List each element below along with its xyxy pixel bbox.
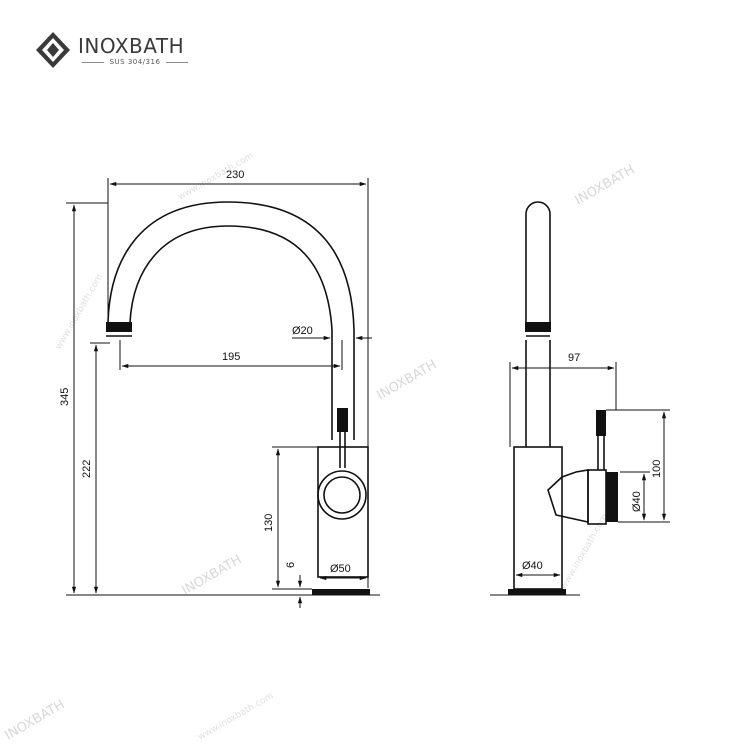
watermark-url: www.inoxbath.com bbox=[54, 273, 105, 352]
label-handle-diameter: Ø40 bbox=[631, 491, 643, 512]
label-side-base-diameter: Ø40 bbox=[522, 560, 543, 572]
side-cartridge-band bbox=[606, 472, 618, 522]
watermark-brand: INOXBATH bbox=[180, 552, 245, 598]
cartridge-knob-inner bbox=[323, 476, 361, 514]
label-body-height: 130 bbox=[263, 514, 275, 532]
watermark-brand: INOXBATH bbox=[375, 357, 440, 403]
label-base-thickness: 6 bbox=[285, 562, 297, 568]
side-spout-tube bbox=[525, 201, 551, 322]
label-side-depth: 97 bbox=[568, 352, 580, 364]
aerator bbox=[106, 322, 132, 332]
watermark-url: www.inoxbath.com bbox=[197, 691, 276, 742]
side-aerator bbox=[525, 322, 551, 332]
diamond-logo-icon bbox=[36, 32, 70, 68]
spout-inner-edge bbox=[129, 225, 333, 440]
faucet-base bbox=[312, 589, 370, 595]
front-view bbox=[106, 201, 380, 596]
label-front-width: 230 bbox=[226, 169, 244, 181]
side-base bbox=[508, 589, 566, 595]
side-dimension-labels: 97 100 Ø40 Ø40 bbox=[522, 352, 663, 572]
label-spout-height: 222 bbox=[81, 460, 93, 478]
label-spout-reach: 195 bbox=[222, 351, 240, 363]
side-lever-handle bbox=[596, 410, 606, 436]
brand-logo: INOXBATH SUS 304/316 bbox=[34, 28, 194, 80]
lever-handle bbox=[337, 408, 348, 432]
spout-outer-edge bbox=[107, 201, 355, 440]
label-spout-diameter: Ø20 bbox=[292, 325, 313, 337]
label-base-diameter: Ø50 bbox=[330, 563, 351, 575]
label-handle-height: 100 bbox=[651, 460, 663, 478]
watermark-brand: INOXBATH bbox=[3, 697, 68, 743]
watermark-brand: INOXBATH bbox=[573, 162, 638, 208]
front-dimension-labels: 230 Ø20 195 345 222 130 6 Ø50 bbox=[59, 169, 351, 575]
side-dimensions bbox=[509, 362, 670, 578]
side-view bbox=[490, 201, 618, 596]
brand-name: INOXBATH bbox=[78, 34, 185, 58]
front-dimensions bbox=[66, 178, 372, 608]
brand-tagline: SUS 304/316 bbox=[78, 58, 192, 66]
side-cartridge bbox=[547, 469, 589, 523]
cartridge-knob-outer bbox=[317, 470, 367, 520]
label-total-height: 345 bbox=[59, 388, 71, 406]
